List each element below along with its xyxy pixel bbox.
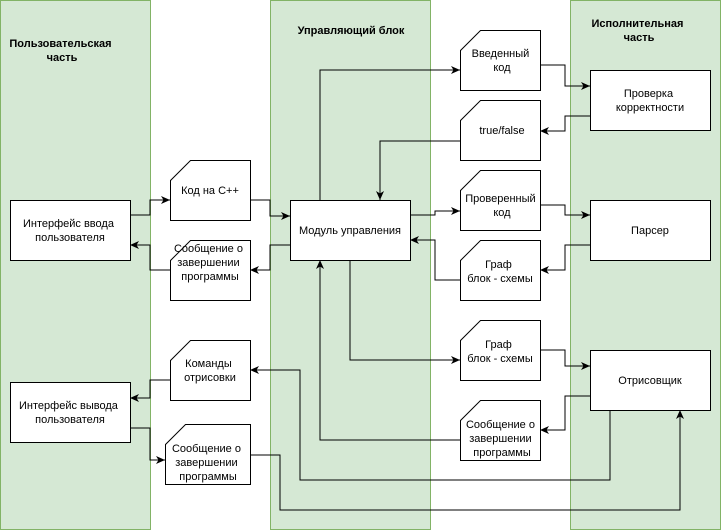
edge-module-to-checked-code — [410, 207, 460, 216]
node-finish-message-1[interactable]: Сообщение о завершении программы — [170, 240, 251, 301]
lane-title-user: Пользовательская часть — [9, 38, 114, 64]
edge-module-to-msg1 — [250, 244, 290, 274]
edge-parser-to-graph1 — [540, 244, 590, 274]
node-label: true/false — [479, 125, 524, 137]
edge-module-to-entered-code — [319, 66, 460, 200]
node-label: Сообщение о завершении программы — [174, 243, 246, 283]
node-label: Отрисовщик — [618, 375, 682, 387]
node-renderer[interactable]: Отрисовщик — [590, 350, 711, 411]
edge-code-to-module — [250, 199, 290, 220]
lane-title-exec: Исполнительная часть — [591, 18, 686, 44]
node-label: Сообщение о завершении программы — [466, 419, 538, 459]
node-label: Код на С++ — [181, 185, 239, 197]
node-label: Интерфейс ввода пользователя — [23, 218, 117, 244]
edge-msg3-to-module — [316, 260, 460, 441]
node-label: Введенный код — [472, 48, 533, 74]
node-true-false[interactable]: true/false — [460, 100, 541, 161]
node-label: Модуль управления — [299, 225, 401, 237]
edge-input-to-code — [130, 196, 170, 216]
lane-title-control: Управляющий блок — [298, 25, 405, 37]
edge-truefalse-to-module — [376, 140, 460, 200]
node-label: Проверенный код — [465, 193, 538, 219]
node-graph-2[interactable]: Граф блок - схемы — [460, 320, 541, 381]
edge-module-to-graph2 — [349, 260, 460, 364]
node-label: Команды отрисовки — [184, 358, 236, 384]
node-input-interface[interactable]: Интерфейс ввода пользователя — [10, 200, 131, 261]
edge-output-to-msg2 — [130, 427, 165, 464]
lane-user-part — [0, 0, 151, 530]
edges — [130, 64, 684, 511]
node-graph-1[interactable]: Граф блок - схемы — [460, 240, 541, 301]
edge-graph1-to-module — [410, 236, 460, 281]
node-checked-code[interactable]: Проверенный код — [460, 170, 541, 231]
node-finish-message-3[interactable]: Сообщение о завершении программы — [460, 400, 541, 461]
edge-checked-code-to-parser — [540, 204, 590, 219]
edge-renderer-to-msg3 — [540, 395, 590, 434]
node-label: Сообщение о завершении программы — [172, 443, 244, 483]
node-label: Граф блок - схемы — [467, 259, 533, 285]
edge-draw-commands-to-output — [130, 379, 170, 402]
node-cpp-code[interactable]: Код на С++ — [170, 160, 251, 221]
edge-renderer-to-draw-commands — [250, 366, 611, 481]
edge-msg1-to-input — [130, 241, 170, 271]
edge-msg2-to-renderer — [245, 410, 684, 511]
node-draw-commands[interactable]: Команды отрисовки — [170, 340, 251, 401]
edge-validation-to-truefalse — [540, 115, 590, 135]
edge-graph2-to-renderer — [540, 349, 590, 370]
node-label: Проверка корректности — [616, 88, 684, 114]
node-control-module[interactable]: Модуль управления — [290, 200, 411, 261]
node-label: Граф блок - схемы — [467, 339, 533, 365]
node-validation[interactable]: Проверка корректности — [590, 70, 711, 131]
node-entered-code[interactable]: Введенный код — [460, 30, 541, 91]
node-parser[interactable]: Парсер — [590, 200, 711, 261]
edge-entered-code-to-validation — [540, 64, 590, 90]
node-label: Интерфейс вывода пользователя — [19, 400, 121, 426]
node-finish-message-2[interactable]: Сообщение о завершении программы — [165, 424, 251, 485]
node-label: Парсер — [631, 225, 669, 237]
node-output-interface[interactable]: Интерфейс вывода пользователя — [10, 382, 131, 443]
